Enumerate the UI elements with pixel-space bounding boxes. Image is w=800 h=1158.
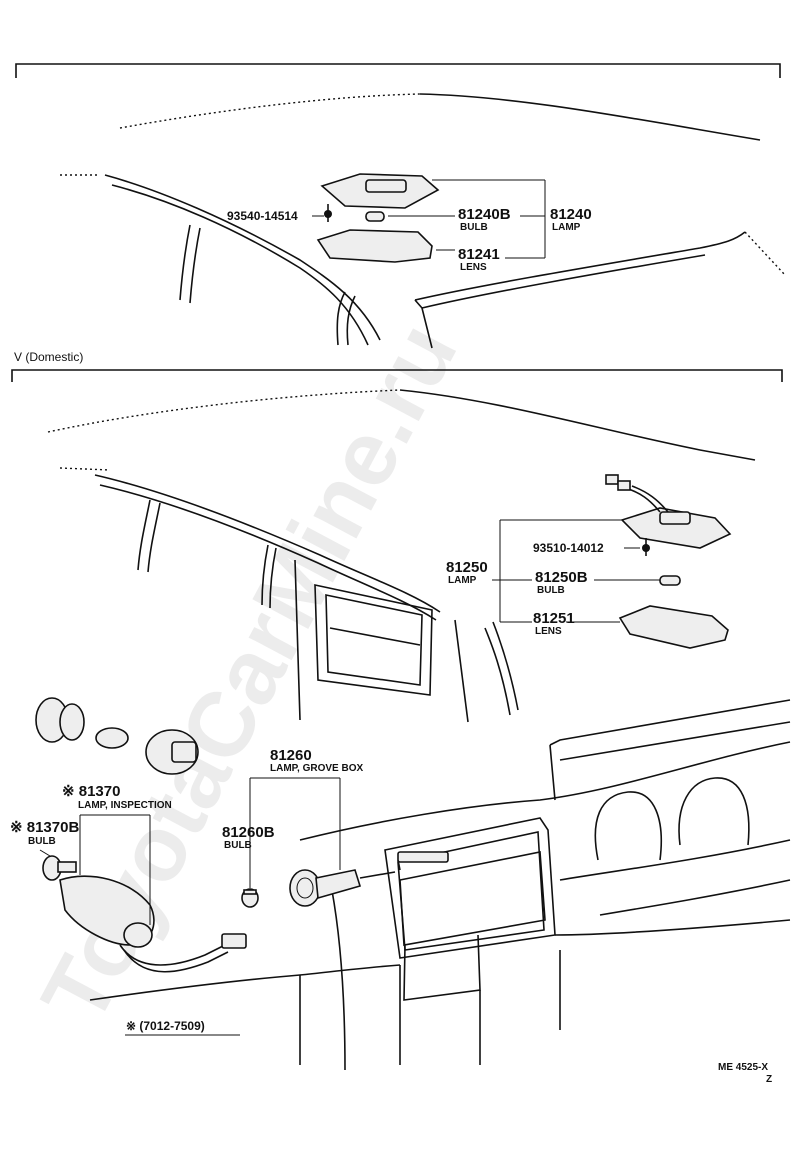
- roof-lamp-81250: [605, 474, 732, 649]
- drawing-code-line1: ME 4525-X: [718, 1062, 768, 1073]
- part-desc-81370: LAMP, INSPECTION: [78, 800, 172, 811]
- top-labels: 93540-14514 81240B BULB 81240 LAMP 81241…: [227, 206, 592, 273]
- part-number-81260b: 81260B: [222, 824, 275, 841]
- section-title: V (Domestic): [14, 350, 83, 364]
- part-desc-81240: LAMP: [552, 222, 581, 233]
- dashboard-drawing: [89, 699, 791, 1071]
- drawing-code: ME 4525-X Z: [718, 1062, 772, 1085]
- part-desc-81240b: BULB: [460, 222, 488, 233]
- part-desc-81260: LAMP, GROVE BOX: [270, 763, 363, 774]
- glove-box-bulb-81260b: [241, 888, 259, 908]
- inspection-bulb-81370b: [42, 855, 77, 881]
- part-desc-81251: LENS: [535, 626, 562, 637]
- part-number-93540-14514: 93540-14514: [227, 209, 298, 223]
- top-section-frame: [15, 63, 781, 78]
- drawing-code-line2: Z: [766, 1074, 772, 1085]
- part-number-81370: ※ 81370: [62, 783, 120, 800]
- part-number-81250b: 81250B: [535, 569, 588, 586]
- part-number-81260: 81260: [270, 747, 312, 764]
- lower-roof-drawing: [47, 389, 756, 723]
- footnote-date-range: ※ (7012-7509): [126, 1019, 205, 1033]
- part-desc-81241: LENS: [460, 262, 487, 273]
- roof-bulb-81240b: [365, 211, 385, 222]
- part-number-81250: 81250: [446, 559, 488, 576]
- inspection-lamp-81370: [35, 697, 247, 973]
- part-number-81370b: ※ 81370B: [10, 819, 79, 836]
- screw-93540-14514: [324, 204, 332, 222]
- roof-lamp-81240: [316, 173, 440, 263]
- part-desc-81250b: BULB: [537, 585, 565, 596]
- part-desc-81250: LAMP: [448, 575, 477, 586]
- part-number-81251: 81251: [533, 610, 575, 627]
- part-desc-81260b: BULB: [224, 840, 252, 851]
- lower-section-frame: [11, 369, 783, 382]
- lower-left-labels: 81260 LAMP, GROVE BOX 81260B BULB ※ 8137…: [10, 747, 363, 1033]
- part-desc-81370b: BULB: [28, 836, 56, 847]
- roof-bulb-81250b: [659, 575, 681, 586]
- top-leader-lines: [312, 179, 546, 259]
- part-number-93510-14012: 93510-14012: [533, 541, 604, 555]
- lower-left-leader-lines: [39, 777, 341, 1036]
- screw-93510-14012: [642, 538, 650, 556]
- glove-box-lamp-81260: [289, 869, 396, 907]
- lower-right-leader-lines: [492, 519, 660, 623]
- top-roof-drawing: [60, 93, 786, 349]
- part-number-81240b: 81240B: [458, 206, 511, 223]
- lower-right-labels: 93510-14012 81250 LAMP 81250B BULB 81251…: [446, 541, 604, 637]
- part-number-81241: 81241: [458, 246, 500, 263]
- part-number-81240: 81240: [550, 206, 592, 223]
